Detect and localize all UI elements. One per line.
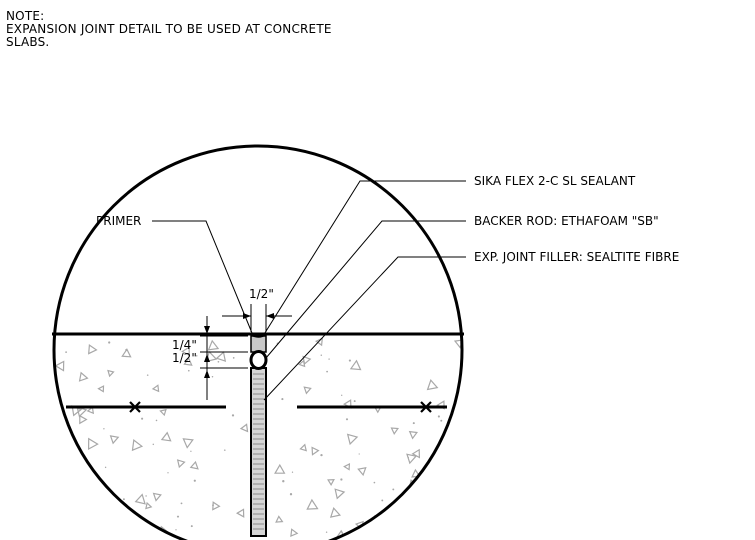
rebar-right [297,401,447,413]
callout-sealant: SIKA FLEX 2-C SL SEALANT [474,174,636,188]
dimension-rod-depth-label: 1/2" [172,351,197,365]
callout-filler: EXP. JOINT FILLER: SEALTITE FIBRE [474,250,679,264]
leader-lines [152,180,466,401]
note-line-2: SLABS. [6,35,50,49]
detail-circle [52,144,464,540]
dimension-joint-width-label: 1/2" [249,287,274,301]
rebar-left [66,401,226,413]
dimension-depths: 1/4" 1/2" [172,316,248,400]
note-line-1: EXPANSION JOINT DETAIL TO BE USED AT CON… [6,22,332,36]
joint-filler [250,367,267,537]
callout-primer: PRIMER [96,214,141,228]
dimension-joint-width: 1/2" [222,287,292,332]
dimension-sealant-depth-label: 1/4" [172,338,197,352]
general-note: NOTE: EXPANSION JOINT DETAIL TO BE USED … [6,10,332,49]
sealant [250,335,267,353]
callout-backer-rod: BACKER ROD: ETHAFOAM "SB" [474,214,659,228]
backer-rod [249,350,268,370]
note-heading: NOTE: [6,9,45,23]
